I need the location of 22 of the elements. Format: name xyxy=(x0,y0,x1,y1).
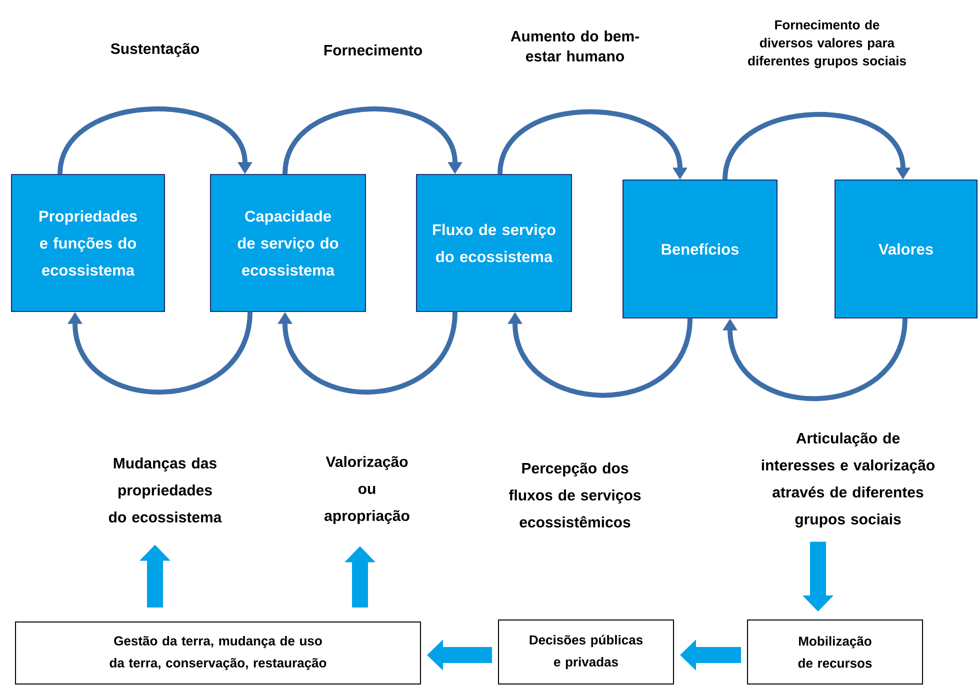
process-box: Valores xyxy=(834,180,978,318)
curved-arrow xyxy=(278,312,458,395)
process-box: Propriedades e funções do ecossistema xyxy=(11,174,165,312)
curved-arrow xyxy=(58,106,252,175)
stage-text: Articulação de interesses e valorização através de diferentes grupos sociais xyxy=(762,432,935,528)
action-box: Mobilização de recursos xyxy=(747,620,923,684)
curved-arrow xyxy=(722,112,910,180)
process-box: Fluxo de serviço do ecossistema xyxy=(416,174,572,312)
action-box: Gestão da terra, mudança de uso da terra, conservação, restauração xyxy=(15,622,421,684)
edge-label: Aumento do bem-estar humano xyxy=(510,30,639,62)
stage-text: Valorização ou apropriação xyxy=(324,456,410,524)
action-box: Decisões públicas e privadas xyxy=(498,620,674,684)
edge-label: Fornecimento de diversos valores para diferentes grupos sociais xyxy=(748,20,906,68)
stage-text: Percepção dos fluxos de serviços ecossistêmicos xyxy=(508,462,641,528)
curved-arrow xyxy=(68,312,252,395)
curved-arrow xyxy=(282,106,462,175)
edge-label: Sustentação xyxy=(110,43,199,57)
stage-text: Mudanças das propriedades do ecossistema xyxy=(108,458,222,522)
process-box: Benefícios xyxy=(622,180,778,318)
curved-arrow xyxy=(722,318,908,402)
edge-label: Fornecimento xyxy=(324,44,422,56)
process-box: Capacidade de serviço do ecossistema xyxy=(210,174,366,312)
